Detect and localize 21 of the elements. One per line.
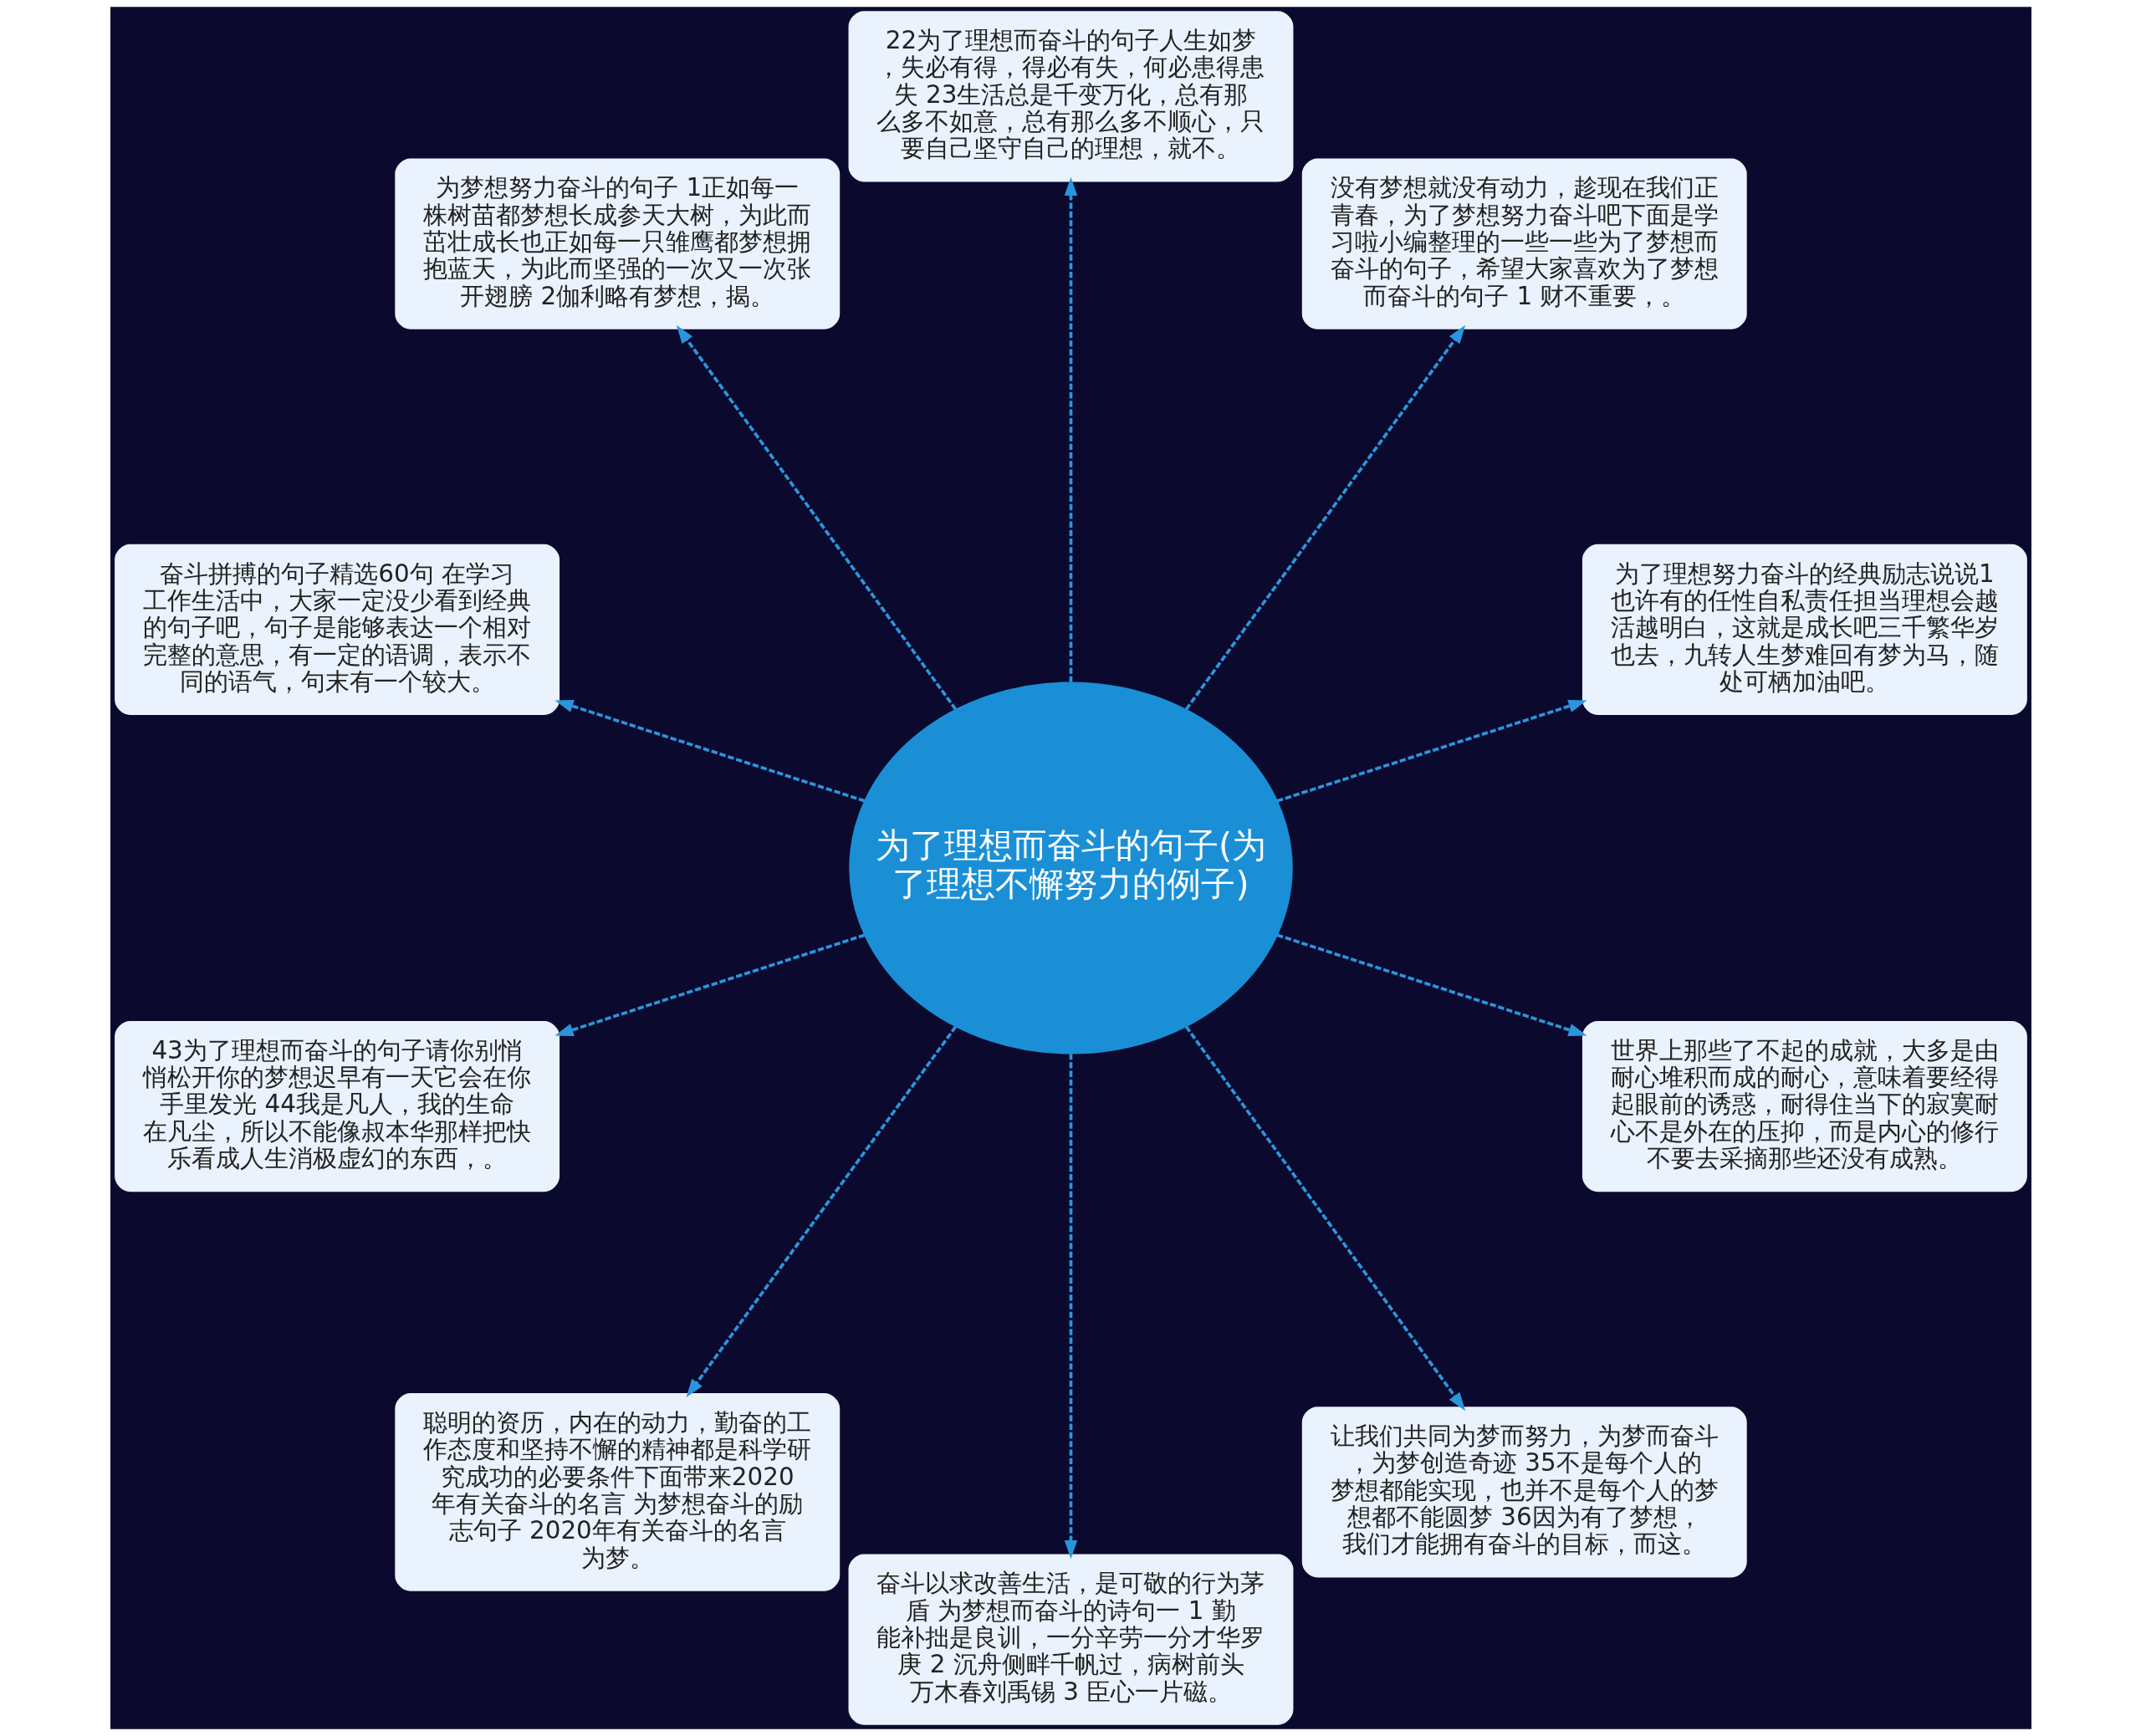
arrow (686, 1025, 957, 1398)
node-box: 22为了理想而奋斗的句子人生如梦，失必有得，得必有失，何必患得患失 23生活总是千变万化，总有那么多不如意，总有那么多不顺心，只要自己坚守自己的理想，就不。 (848, 11, 1293, 182)
node-box: 为梦想努力奋斗的句子 1正如每一株树苗都梦想长成参天大树，为此而茁壮成长也正如每一只雏鹰都梦想拥抱蓝天，为此而坚强的一次又一次张开翅膀 2伽利略有梦想，揭。 (394, 158, 840, 329)
node-box: 世界上那些了不起的成就，大多是由耐心堆积而成的耐心，意味着要经得起眼前的诱惑，耐得住当下的寂寞耐心不是外在的压抑，而是内心的修行不要去采摘那些还没有成熟。 (1581, 1020, 2027, 1192)
node-box: 聪明的资历，内在的动力，勤奋的工作态度和坚持不懈的精神都是科学研究成功的必要条件下面带来2020年有关奋斗的名言 为梦想奋斗的励志句子 2020年有关奋斗的名言为梦。 (394, 1393, 840, 1591)
arrow (554, 699, 865, 803)
node-box: 奋斗拼搏的句子精选60句 在学习工作生活中，大家一定没少看到经典的句子吧，句子是能够表达一个相对完整的意思，有一定的语调，表示不同的语气，句末有一个较大。 (114, 544, 560, 716)
arrow (1064, 176, 1077, 682)
arrow (1276, 933, 1587, 1037)
node-box: 为了理想努力奋斗的经典励志说说1也许有的任性自私责任担当理想会越活越明白，这就是成长吧三千繁华岁也去，九转人生梦难回有梦为马，随处可栖加油吧。 (1581, 544, 2027, 716)
arrow (676, 324, 957, 711)
arrow (1276, 699, 1587, 803)
node-ellipse: 为了理想而奋斗的句子(为了理想不懈努力的例子) (848, 682, 1293, 1054)
arrow (1064, 1054, 1077, 1560)
node-box: 让我们共同为梦而努力，为梦而奋斗，为梦创造奇迹 35不是每个人的梦想都能实现，也并不是每个人的梦想都不能圆梦 36因为有了梦想，我们才能拥有奋斗的目标，而这。 (1301, 1407, 1747, 1578)
node-box: 没有梦想就没有动力，趁现在我们正青春，为了梦想努力奋斗吧下面是学习啦小编整理的一些一些为了梦想而奋斗的句子，希望大家喜欢为了梦想而奋斗的句子 1 财不重要，。 (1301, 158, 1747, 329)
arrow (1184, 324, 1465, 711)
node-box: 奋斗以求改善生活，是可敬的行为茅盾 为梦想而奋斗的诗句一 1 勤能补拙是良训，一分辛劳一分才华罗庚 2 沉舟侧畔千帆过，病树前头万木春刘禹锡 3 臣心一片磁。 (848, 1554, 1293, 1725)
arrow (1184, 1025, 1465, 1412)
node-box: 43为了理想而奋斗的句子请你别悄悄松开你的梦想迟早有一天它会在你手里发光 44我是凡人，我的生命在凡尘，所以不能像叔本华那样把快乐看成人生消极虚幻的东西，。 (114, 1020, 560, 1192)
arrow (554, 933, 865, 1037)
